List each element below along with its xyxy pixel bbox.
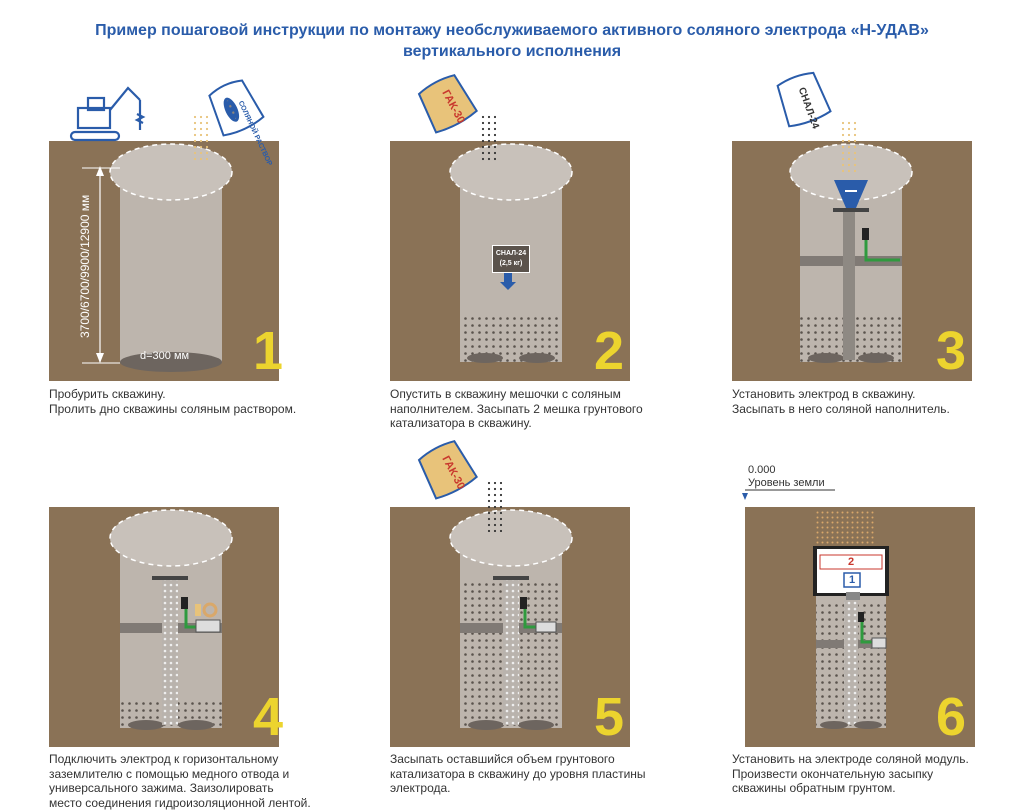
caption-line: Засыпать в него соляной наполнитель. xyxy=(732,402,1024,417)
step-4-caption: Подключить электрод к горизонтальному за… xyxy=(49,752,349,810)
backfill-soil xyxy=(816,510,876,552)
clamp-icon xyxy=(196,620,220,632)
caption-line: Пролить дно скважины соляным раствором. xyxy=(49,402,349,417)
snal-box-line-1: СНАЛ-24 xyxy=(493,249,529,259)
step-6-caption: Установить на электроде соляной модуль. … xyxy=(732,752,1024,796)
drill-rig-icon xyxy=(71,88,143,140)
step-4-illustration xyxy=(49,507,279,747)
caption-line: Установить электрод в скважину. xyxy=(732,387,1024,402)
step-number-2: 2 xyxy=(594,324,624,378)
depth-label: 3700/6700/9900/12900 мм xyxy=(78,148,92,338)
caption-line: место соединения гидроизоляционной ленто… xyxy=(49,796,349,811)
catalyst-stream xyxy=(480,113,496,163)
well-top xyxy=(110,144,232,200)
ground-level-value: 0.000 xyxy=(748,464,776,476)
step-5-caption: Засыпать оставшийся объем грунтового кат… xyxy=(390,752,690,796)
caption-line: катализатора в скважину. xyxy=(390,416,690,431)
step-number-3: 3 xyxy=(936,324,966,378)
caption-line: Пробурить скважину. xyxy=(49,387,349,402)
caption-line: катализатора в скважину до уровня пласти… xyxy=(390,767,690,782)
caption-line: Засыпать оставшийся объем грунтового xyxy=(390,752,690,767)
diameter-label: d=300 мм xyxy=(140,350,189,362)
step-1-caption: Пробурить скважину. Пролить дно скважины… xyxy=(49,387,349,416)
caption-line: Установить на электроде соляной модуль. xyxy=(732,752,1024,767)
step-number-4: 4 xyxy=(253,690,283,744)
solution-stream xyxy=(192,115,210,163)
snal-box: СНАЛ-24 (2,5 кг) xyxy=(492,245,530,273)
caption-line: Произвести окончательную засыпку xyxy=(732,767,1024,782)
step-3-caption: Установить электрод в скважину. Засыпать… xyxy=(732,387,1024,416)
caption-line: заземлителю с помощью медного отвода и xyxy=(49,767,349,782)
step-2-caption: Опустить в скважину мешочки с соляным на… xyxy=(390,387,690,431)
module-label-2: 2 xyxy=(820,555,882,569)
step-number-1: 1 xyxy=(253,324,283,378)
ground-level-label: Уровень земли xyxy=(748,477,825,489)
caption-line: наполнителем. Засыпать 2 мешка грунтовог… xyxy=(390,402,690,417)
module-label-1: 1 xyxy=(844,573,860,587)
step-number-6: 6 xyxy=(936,690,966,744)
step-number-5: 5 xyxy=(594,690,624,744)
caption-line: Опустить в скважину мешочки с соляным xyxy=(390,387,690,402)
caption-line: Подключить электрод к горизонтальному xyxy=(49,752,349,767)
caption-line: универсального зажима. Заизолировать xyxy=(49,781,349,796)
level-marker-icon xyxy=(742,493,748,500)
electrode-rod xyxy=(843,210,855,360)
caption-line: электрода. xyxy=(390,781,690,796)
caption-line: скважины обратным грунтом. xyxy=(732,781,1024,796)
snal-box-line-2: (2,5 кг) xyxy=(493,259,529,269)
